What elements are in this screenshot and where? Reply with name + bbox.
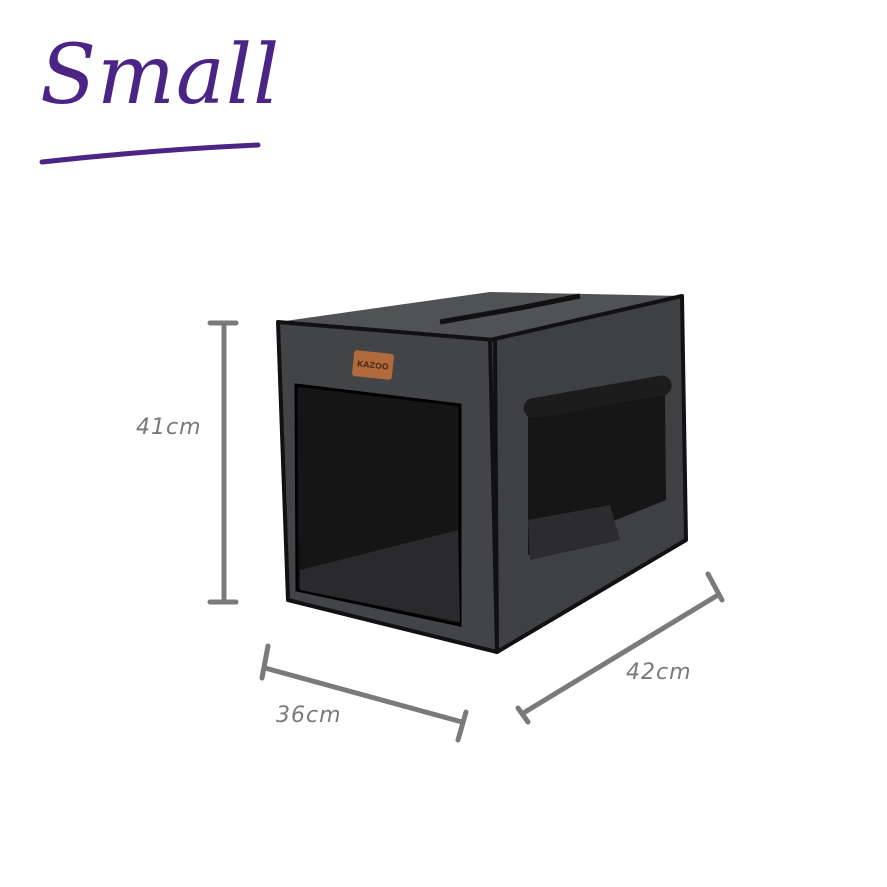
rolled-flap	[523, 375, 672, 419]
side-floor	[528, 505, 620, 560]
pet-crate-image: KAZOO	[276, 292, 688, 654]
width-dimension-line	[259, 643, 469, 743]
front-floor	[300, 530, 460, 622]
height-dimension-line	[207, 320, 239, 605]
title-underline	[39, 142, 261, 165]
crate-side-outline	[488, 294, 688, 654]
logo-patch	[352, 350, 394, 380]
height-label: 41cm	[136, 415, 202, 440]
depth-label: 42cm	[626, 660, 692, 685]
width-label: 36cm	[276, 703, 342, 728]
carry-handle	[439, 293, 581, 325]
logo-text: KAZOO	[357, 359, 390, 371]
depth-dimension-line	[515, 571, 725, 725]
size-title: Small	[40, 28, 281, 123]
